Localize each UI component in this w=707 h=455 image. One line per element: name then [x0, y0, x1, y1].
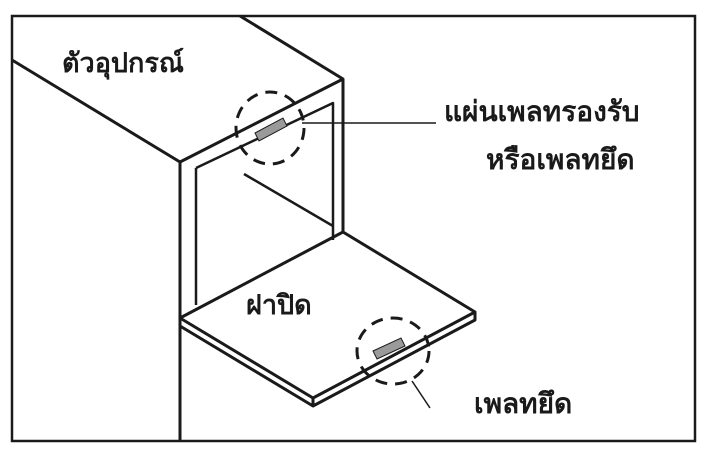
hinge-plate-highlight	[234, 90, 306, 166]
door-label: ฝาปิด	[246, 290, 312, 321]
appliance-label: ตัวอุปกรณ์	[62, 48, 184, 79]
hinge-plate	[254, 117, 288, 142]
latch-plate-highlight	[355, 316, 431, 386]
hinge-plate-label-line2: หรือเพลทยึด	[486, 143, 635, 176]
appliance-body	[11, 14, 345, 441]
latch-plate-label: เพลทยึด	[474, 387, 573, 420]
hinge-plate-label-line1: แผ่นเพลทรองรับ	[444, 95, 640, 128]
latch-plate-leader	[411, 380, 431, 409]
latch-plate	[372, 337, 406, 360]
door-panel	[178, 230, 477, 408]
diagram-frame	[10, 14, 697, 443]
